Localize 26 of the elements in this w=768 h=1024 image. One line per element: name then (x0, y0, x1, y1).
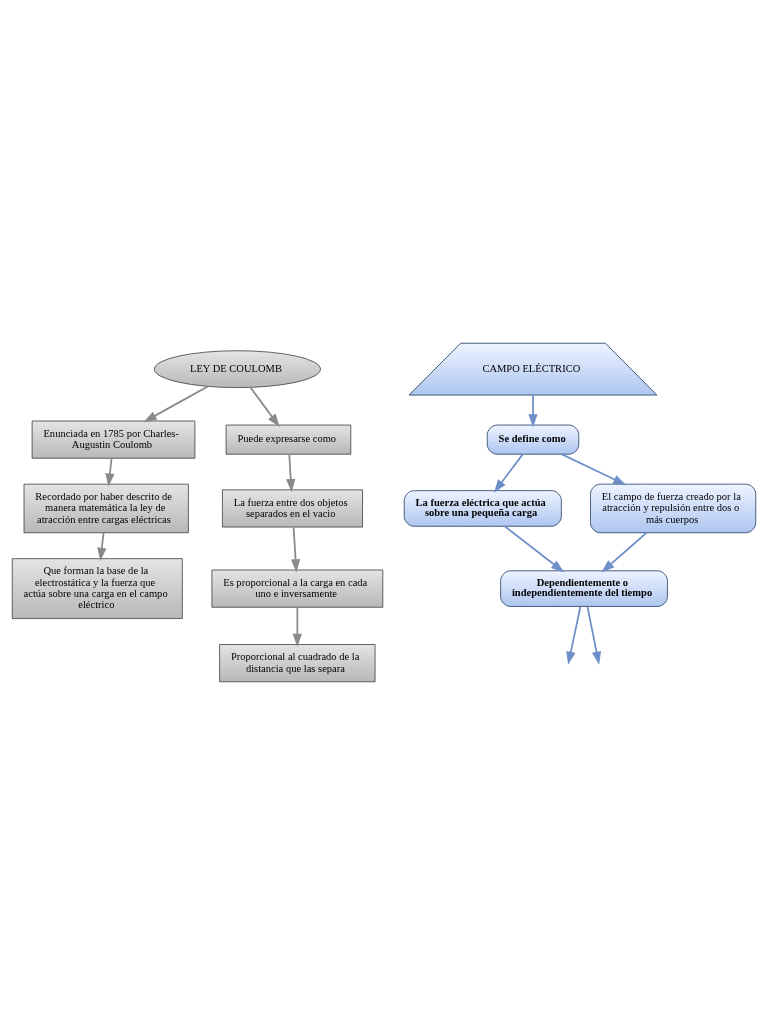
node-box: Que forman la base de la electrostática y la fuerza que actúa sobre una carga en el campo eléctrico (11, 557, 183, 619)
node-box: Puede expresarse como (225, 424, 352, 455)
node-box: El campo de fuerza creado por la atracción y repulsión entre dos o más cuerpos (590, 483, 757, 533)
node-box: La fuerza entre dos objetos separados en el vacio (222, 488, 363, 527)
arrow (292, 606, 302, 647)
node-box: Recordado por haber descrito de manera matemática la ley de atracción entre cargas eléctricas (23, 483, 189, 533)
node-ellipse: LEY DE COULOMB (153, 349, 321, 388)
arrow (493, 452, 524, 493)
arrow (601, 531, 648, 573)
node-box: Dependientemente o independientemente del tiempo (500, 569, 668, 607)
node-box: Es proporcional a la carga en cada uno e inversamente (211, 569, 384, 608)
arrow (586, 605, 602, 665)
node-box: La fuerza eléctrica que actúa sobre una pequeña carga (403, 489, 562, 527)
arrow (503, 524, 565, 572)
arrow (566, 605, 582, 665)
arrow (105, 457, 115, 487)
arrow (290, 525, 301, 572)
arrow (528, 393, 538, 427)
node-box: Proporcional al cuadrado de la distancia que las separa (219, 643, 376, 682)
arrow (249, 385, 280, 427)
node-box: Se define como (486, 424, 580, 455)
node-box: Enunciada en 1785 por Charles-Augustin Coulomb (31, 420, 196, 459)
arrow (286, 452, 296, 492)
arrow (97, 531, 107, 561)
arrow (143, 385, 209, 422)
arrow (561, 452, 627, 485)
